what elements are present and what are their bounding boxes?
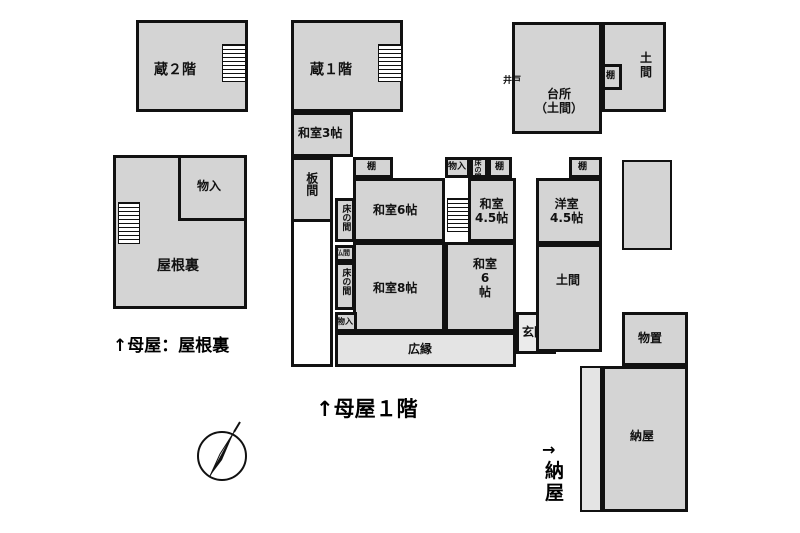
caption-omoya-yaneura: ↑母屋：屋根裏	[113, 336, 230, 356]
naya-side-strip	[580, 366, 602, 512]
room-toko-2	[335, 262, 355, 310]
north-compass-icon	[197, 421, 247, 481]
room-hiroen	[335, 332, 516, 367]
room-washitsu-45	[468, 178, 516, 242]
room-toko-1	[335, 198, 355, 242]
room-label-washitsu-8: 和室8帖	[373, 281, 418, 295]
room-label-yoshitsu: 洋室 4.5帖	[550, 197, 584, 225]
room-label-toko-small: 床の間	[474, 159, 483, 180]
stairs-kura-1f	[378, 44, 402, 82]
room-butsuma	[335, 245, 355, 262]
room-tana-2	[488, 157, 512, 178]
room-label-naya: 納屋	[630, 429, 655, 443]
corridor-left	[291, 222, 333, 367]
room-monoire-small-2	[335, 312, 357, 332]
room-monoire-loft	[178, 155, 247, 221]
stairs-main	[447, 198, 469, 232]
room-label-tana-3: 棚	[578, 162, 588, 172]
room-label-kura-2f: 蔵２階	[154, 62, 196, 78]
room-label-washitsu-6b: 和室 6 帖	[473, 257, 498, 299]
room-label-itama: 板間	[304, 172, 319, 196]
room-label-tana-1: 棚	[367, 162, 377, 172]
room-itama	[291, 157, 333, 222]
room-label-toko-1: 床の間	[340, 204, 351, 231]
room-label-monoire-small-2: 物入	[337, 317, 353, 326]
stairs-kura-2f	[222, 44, 246, 82]
room-label-hiroen: 広縁	[408, 342, 433, 356]
room-washitsu-3	[291, 112, 353, 157]
room-label-toko-2: 床の間	[340, 268, 351, 295]
room-label-yaneura: 屋根裏	[157, 258, 199, 274]
room-label-doma-mid: 土間	[556, 273, 581, 287]
stairs-yaneura	[118, 202, 140, 244]
room-label-tana-2: 棚	[495, 162, 505, 172]
room-doma-top	[602, 22, 666, 112]
room-doma-mid	[536, 244, 602, 352]
room-label-monoire-loft: 物入	[197, 179, 222, 193]
room-tana-1	[353, 157, 393, 178]
room-label-washitsu-6a: 和室6帖	[373, 203, 418, 217]
caption-naya-label: 納 屋	[545, 460, 565, 504]
room-label-monooki: 物置	[638, 331, 663, 345]
room-label-daidokoro: 台所 （土間）	[535, 87, 584, 115]
room-daidokoro	[512, 22, 602, 134]
room-tana-4	[602, 64, 622, 90]
room-monoire-small-1	[445, 157, 470, 178]
room-label-kura-1f: 蔵１階	[310, 62, 352, 78]
room-label-ido: 井戸	[503, 76, 522, 86]
room-tana-3	[569, 157, 602, 178]
room-washitsu-6b	[445, 242, 516, 332]
room-label-butsuma: 仏間	[336, 249, 350, 257]
courtyard	[622, 160, 672, 250]
room-label-monoire-small-1: 物入	[448, 162, 467, 172]
room-label-doma-top: 土 間	[640, 51, 653, 79]
room-toko-small	[470, 157, 488, 178]
room-naya	[602, 366, 688, 512]
room-label-tana-4: 棚	[606, 71, 616, 81]
caption-omoya-1f: ↑母屋１階	[316, 397, 418, 421]
room-monooki	[622, 312, 688, 366]
room-yoshitsu	[536, 178, 602, 244]
room-label-washitsu-3: 和室3帖	[298, 126, 343, 140]
caption-naya-arrow: →	[542, 440, 556, 459]
room-label-washitsu-45: 和室 4.5帖	[475, 197, 509, 225]
